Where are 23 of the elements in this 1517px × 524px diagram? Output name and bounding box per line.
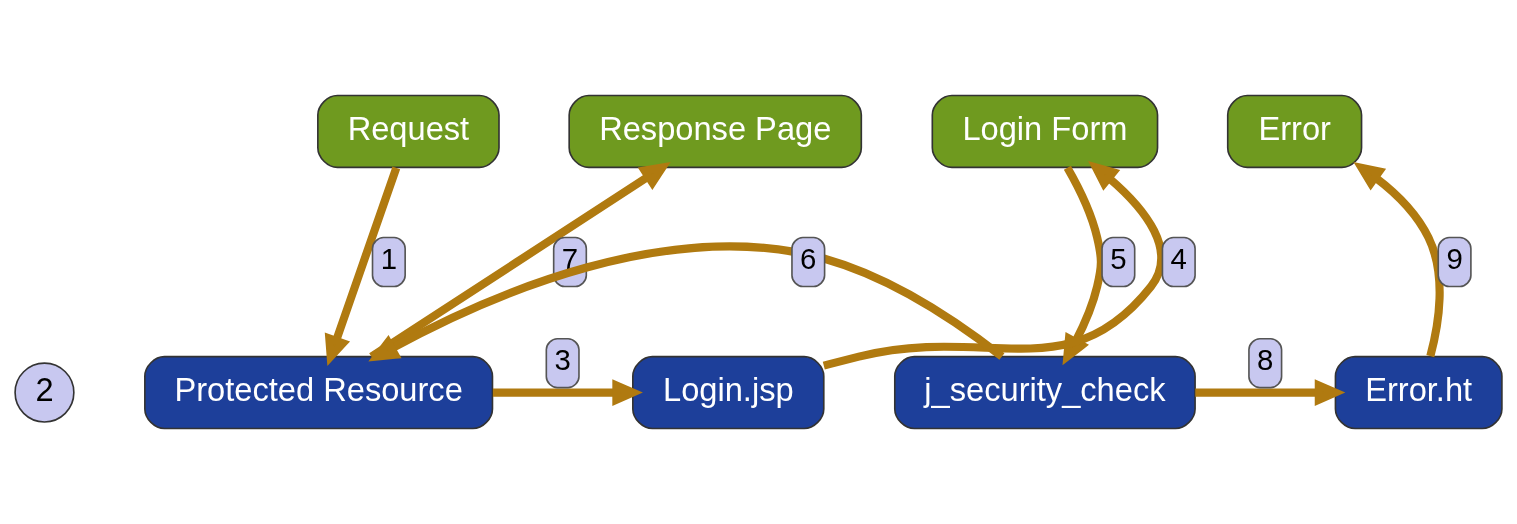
node-label: 2 <box>35 370 54 408</box>
edge-label: 3 <box>554 343 571 377</box>
arrow <box>1353 161 1444 358</box>
arrow <box>822 161 1166 370</box>
arrow <box>493 379 643 406</box>
edge-label: 7 <box>561 242 579 276</box>
edge-label: 1 <box>380 242 398 276</box>
node-box: Request <box>317 94 500 169</box>
node-box: Error.ht <box>1334 355 1503 430</box>
edge-label: 4 <box>1170 242 1187 276</box>
node-box: Response Page <box>568 94 863 169</box>
edge-label: 8 <box>1257 343 1274 377</box>
edge-label: 5 <box>1110 242 1127 276</box>
arrow <box>1195 379 1346 406</box>
node-box: Login.jsp <box>632 355 825 430</box>
edge-label: 9 <box>1446 242 1463 276</box>
node-box: j_security_check <box>893 355 1196 430</box>
edge-label: 6 <box>800 242 817 276</box>
arrow <box>324 166 401 366</box>
node-box: Protected Resource <box>144 355 494 430</box>
arrow <box>368 242 1005 362</box>
node-box: Error <box>1226 94 1363 169</box>
node-box: Login Form <box>931 94 1159 169</box>
